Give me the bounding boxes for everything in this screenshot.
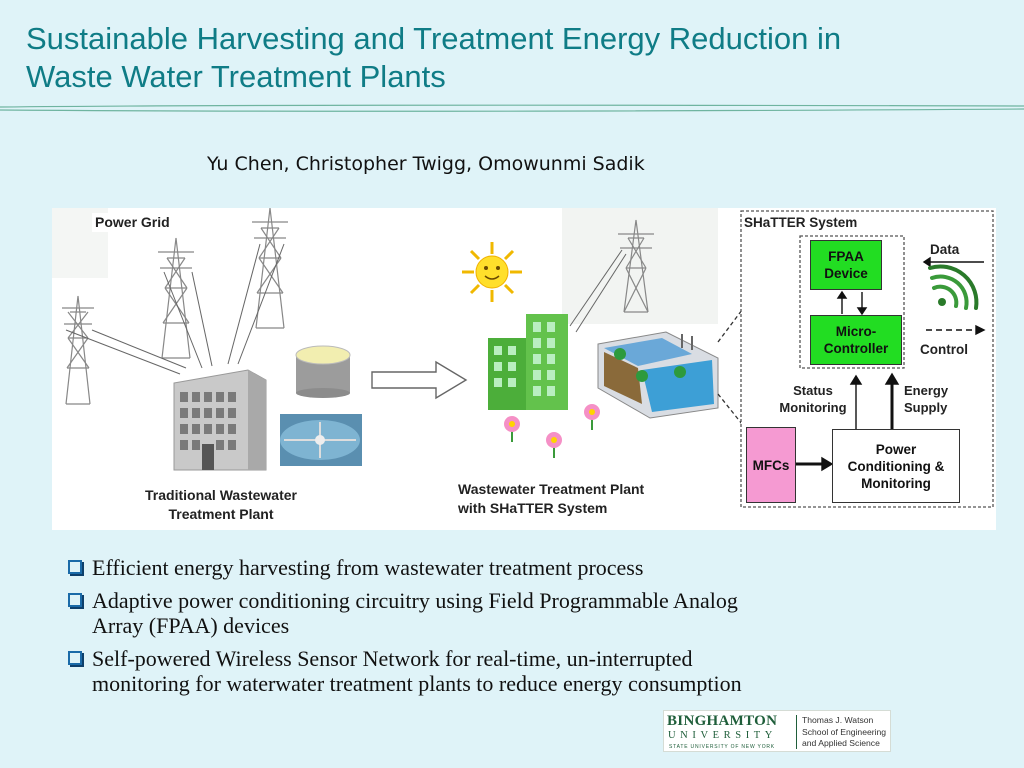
shatter-system-title: SHaTTER System	[744, 215, 858, 230]
flower-icon	[546, 432, 562, 458]
power-line-3: Monitoring	[861, 475, 931, 491]
logo-divider	[796, 715, 797, 749]
status-line-1: Status	[793, 383, 833, 398]
data-label: Data	[930, 242, 960, 257]
clarifier-icon	[280, 414, 362, 466]
sun-icon	[462, 242, 522, 302]
power-tower-icon	[158, 237, 194, 359]
power-tower-icon	[252, 208, 288, 329]
flower-icon	[504, 416, 520, 442]
bullet-item: Self-powered Wireless Sensor Network for…	[64, 646, 964, 696]
power-tower-icon	[618, 219, 654, 313]
title-line-1: Sustainable Harvesting and Treatment Ene…	[26, 21, 842, 56]
logo-school: Thomas J. Watson School of Engineering a…	[802, 715, 886, 750]
energy-supply-label: Energy Supply	[904, 382, 948, 416]
traditional-label-line-2: Treatment Plant	[168, 506, 274, 522]
bullet-1-line-1: Efficient energy harvesting from wastewa…	[92, 555, 644, 580]
status-monitoring-label: Status Monitoring	[768, 382, 858, 416]
fpaa-device-box: FPAA Device	[810, 240, 882, 290]
school-line-1: Thomas J. Watson	[802, 715, 874, 725]
micro-line-2: Controller	[823, 341, 889, 356]
micro-controller-box: Micro- Controller	[810, 315, 902, 365]
power-line-2: Conditioning &	[847, 458, 945, 474]
power-tower-icon	[62, 295, 94, 405]
bullet-3-line-2: monitoring for waterwater treatment plan…	[92, 671, 742, 696]
flower-icon	[584, 404, 600, 430]
status-line-2: Monitoring	[779, 400, 847, 415]
authors: Yu Chen, Christopher Twigg, Omowunmi Sad…	[207, 153, 645, 175]
factory-icon	[173, 369, 267, 471]
university-logo: BINGHAMTON UNIVERSITY STATE UNIVERSITY O…	[663, 710, 891, 752]
shatter-label-line-2: with SHaTTER System	[458, 500, 608, 516]
logo-name: BINGHAMTON	[667, 713, 778, 729]
title-line-2: Waste Water Treatment Plants	[26, 59, 446, 94]
slide-title: Sustainable Harvesting and Treatment Ene…	[26, 20, 1006, 96]
checkbox-bullet-icon	[68, 560, 82, 574]
energy-line-2: Supply	[904, 400, 948, 415]
wireless-signal-icon	[928, 264, 979, 310]
bullet-list: Efficient energy harvesting from wastewa…	[64, 555, 964, 704]
power-grid-label: Power Grid	[92, 213, 173, 232]
power-line-1: Power	[875, 441, 917, 457]
bullet-2-line-1: Adaptive power conditioning circuitry us…	[92, 588, 738, 613]
logo-tagline: STATE UNIVERSITY OF NEW YORK	[669, 744, 775, 750]
bullet-2-line-2: Array (FPAA) devices	[92, 613, 290, 638]
mfcs-box: MFCs	[746, 427, 796, 503]
school-line-2: School of Engineering	[802, 726, 887, 737]
fpaa-line-2: Device	[824, 266, 868, 281]
energy-line-1: Energy	[904, 383, 949, 398]
power-conditioning-box: Power Conditioning & Monitoring	[832, 429, 960, 503]
arrow-right-icon	[371, 360, 468, 400]
green-building-icon	[488, 314, 568, 410]
treatment-basin-icon	[597, 331, 719, 419]
checkbox-bullet-icon	[68, 651, 82, 665]
checkbox-bullet-icon	[68, 593, 82, 607]
fpaa-line-1: FPAA	[828, 249, 864, 264]
school-line-3: and Applied Science	[802, 738, 880, 748]
shatter-label-line-1: Wastewater Treatment Plant	[458, 481, 645, 497]
bullet-item: Adaptive power conditioning circuitry us…	[64, 588, 964, 638]
shatter-plant-label: Wastewater Treatment Plant with SHaTTER …	[458, 480, 708, 518]
system-figure: Power Grid Traditional Wastewater Treatm…	[52, 208, 996, 530]
storage-tank-icon	[295, 345, 351, 398]
control-label: Control	[920, 342, 968, 357]
traditional-plant-label: Traditional Wastewater Treatment Plant	[116, 486, 326, 524]
bullet-item: Efficient energy harvesting from wastewa…	[64, 555, 964, 580]
title-underline	[0, 104, 1024, 112]
bullet-3-line-1: Self-powered Wireless Sensor Network for…	[92, 646, 693, 671]
logo-university: UNIVERSITY	[668, 730, 777, 741]
micro-line-1: Micro-	[835, 324, 877, 339]
traditional-label-line-1: Traditional Wastewater	[145, 487, 297, 503]
